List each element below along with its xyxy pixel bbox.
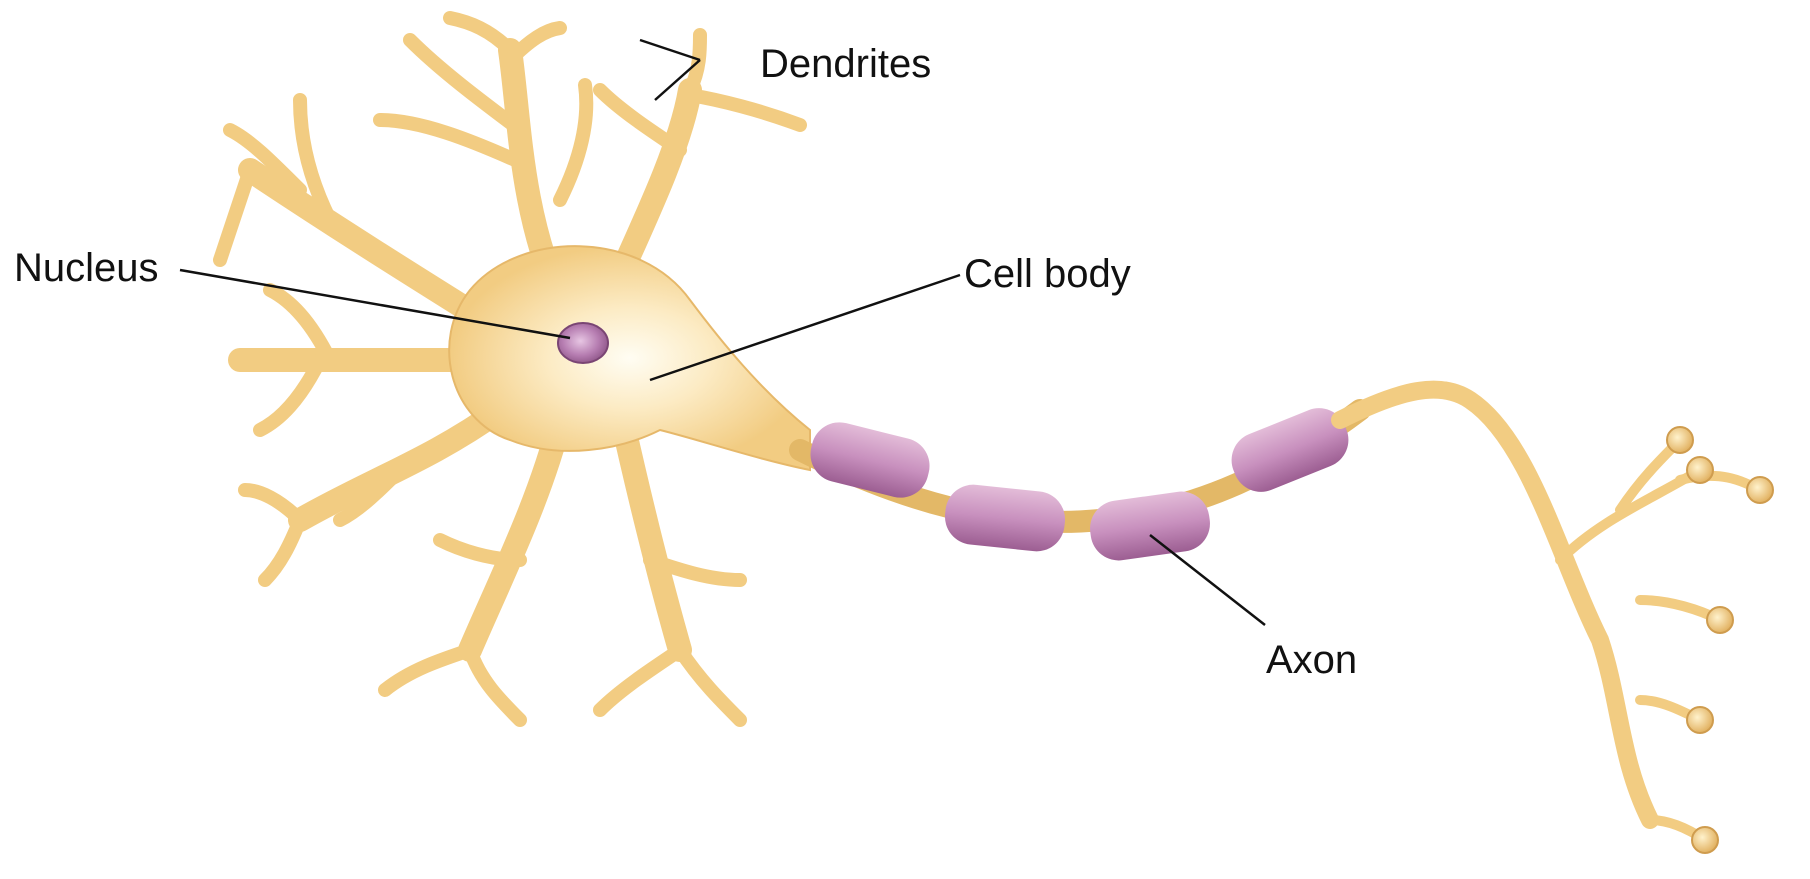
myelin-segment xyxy=(942,482,1068,554)
nucleus-label: Nucleus xyxy=(14,248,159,288)
myelin-segment xyxy=(1086,488,1213,564)
axon-label: Axon xyxy=(1266,640,1357,680)
terminal-bulb xyxy=(1707,607,1733,633)
terminal-bulb xyxy=(1747,477,1773,503)
terminal-bulb xyxy=(1687,457,1713,483)
terminal-bulbs xyxy=(1667,427,1773,853)
axon-tail xyxy=(1340,390,1650,820)
cell-body-label: Cell body xyxy=(964,254,1131,294)
terminal-bulb xyxy=(1692,827,1718,853)
nucleus xyxy=(558,323,608,363)
cell-body xyxy=(449,246,810,470)
myelin-segment xyxy=(805,416,936,503)
terminal-bulb xyxy=(1687,707,1713,733)
terminal-bulb xyxy=(1667,427,1693,453)
dendrites-label: Dendrites xyxy=(760,44,931,84)
myelin-sheath xyxy=(805,400,1357,564)
